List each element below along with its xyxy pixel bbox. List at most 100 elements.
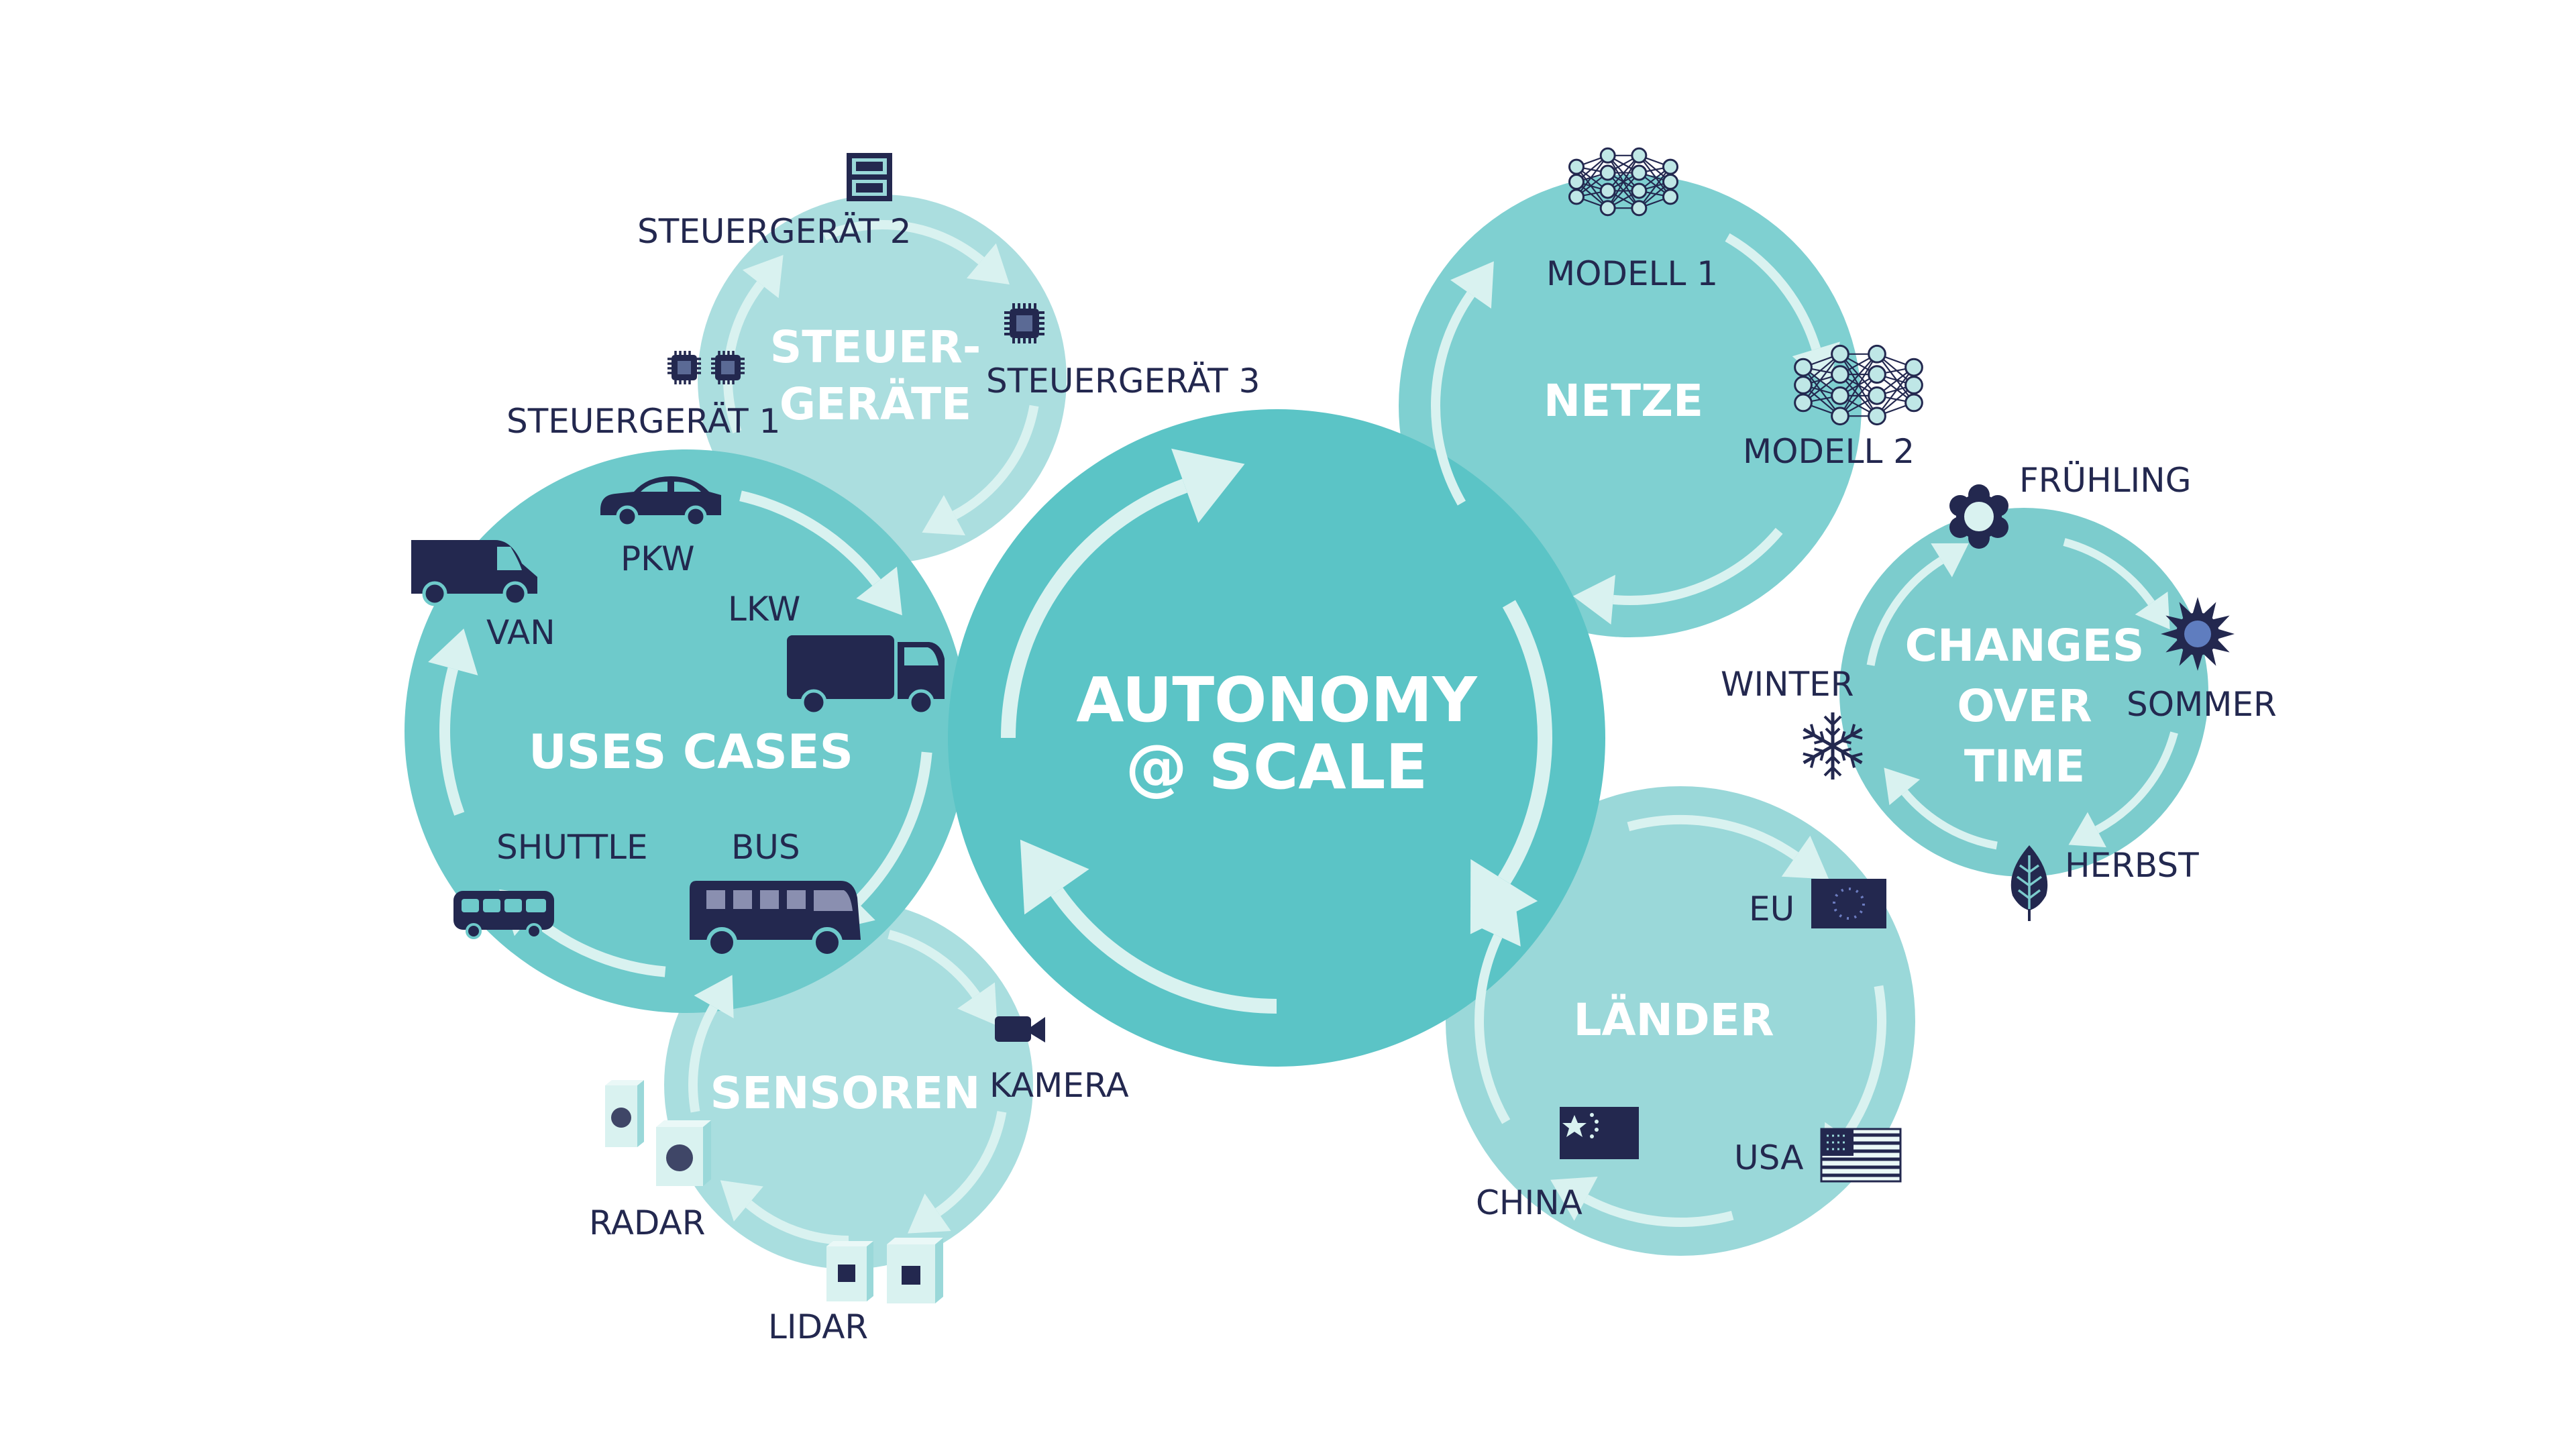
cycle-arrow bbox=[439, 667, 465, 816]
china-flag-icon bbox=[1560, 1107, 1639, 1159]
changes-title-1: CHANGES bbox=[1905, 620, 2145, 672]
label-lidar: LIDAR bbox=[768, 1307, 868, 1346]
label-usa: USA bbox=[1734, 1138, 1803, 1177]
shuttle-icon bbox=[453, 891, 554, 939]
label-winter: WINTER bbox=[1721, 665, 1854, 704]
radar-icon bbox=[605, 1080, 644, 1147]
chip-icon bbox=[1004, 303, 1044, 343]
label-shuttle: SHUTTLE bbox=[496, 828, 648, 867]
radar-icon bbox=[656, 1120, 711, 1186]
sensoren-title: SENSOREN bbox=[710, 1067, 981, 1119]
cycle-arrow bbox=[888, 930, 980, 998]
uses-cases-circle bbox=[405, 449, 968, 1013]
bus-icon bbox=[690, 881, 861, 958]
ecu-box-icon bbox=[847, 153, 892, 201]
lidar-icon bbox=[826, 1241, 873, 1301]
cycle-arrowhead bbox=[957, 982, 998, 1026]
label-lkw: LKW bbox=[728, 590, 800, 629]
label-china: CHINA bbox=[1476, 1183, 1582, 1222]
cycle-arrows bbox=[428, 220, 2178, 1245]
cycle-arrowhead bbox=[720, 1180, 763, 1222]
cycle-arrowhead bbox=[694, 975, 734, 1019]
cycle-arrow bbox=[1866, 557, 1944, 666]
cycle-arrowhead bbox=[1792, 341, 1840, 388]
truck-icon bbox=[787, 635, 945, 716]
cycle-arrowhead bbox=[1572, 574, 1615, 625]
cycle-arrowhead bbox=[922, 494, 965, 536]
snowflake-icon bbox=[1803, 712, 1863, 780]
cycle-arrow bbox=[1627, 815, 1799, 860]
cycle-arrowhead bbox=[966, 243, 1010, 285]
label-eu: EU bbox=[1749, 890, 1794, 928]
center-title-line2: @ SCALE bbox=[1126, 731, 1428, 803]
label-modell-1: MODELL 1 bbox=[1546, 254, 1718, 293]
label-van: VAN bbox=[486, 613, 555, 652]
laender-title: LÄNDER bbox=[1573, 994, 1774, 1046]
leaf-icon bbox=[2010, 845, 2048, 921]
cycle-arrow bbox=[1051, 888, 1277, 1014]
cycle-arrow bbox=[739, 490, 881, 586]
cycle-arrow bbox=[1613, 527, 1783, 605]
label-fruehling: FRÜHLING bbox=[2019, 461, 2191, 500]
cycle-arrowhead bbox=[856, 566, 902, 616]
cycle-arrow bbox=[822, 220, 985, 265]
cycle-arrow bbox=[1001, 478, 1187, 739]
cycle-arrowhead bbox=[742, 255, 784, 299]
eu-flag-icon bbox=[1811, 879, 1886, 928]
lidar-icon bbox=[887, 1238, 943, 1303]
cycle-arrow bbox=[935, 1111, 1007, 1216]
neural-network-icon bbox=[1794, 344, 1923, 426]
sun-icon bbox=[2161, 597, 2235, 671]
cycle-arrowhead bbox=[1550, 1177, 1598, 1221]
chip-icon bbox=[711, 351, 745, 384]
chip-icon bbox=[667, 351, 701, 384]
cycle-arrow bbox=[1583, 1194, 1734, 1227]
cycle-arrow bbox=[853, 751, 932, 906]
uses-cases-title: USES CASES bbox=[529, 724, 853, 780]
cycle-arrow bbox=[1497, 600, 1552, 884]
cycle-arrowhead bbox=[1931, 543, 1969, 578]
cycle-arrow bbox=[2095, 731, 2178, 834]
cycle-arrow bbox=[1841, 985, 1886, 1140]
car-icon bbox=[600, 476, 721, 528]
neural-network-icon bbox=[1568, 147, 1678, 217]
changes-circle bbox=[1839, 508, 2208, 877]
cycle-arrow bbox=[1431, 291, 1475, 506]
cycle-arrowhead bbox=[1475, 899, 1521, 947]
cycle-arrowhead bbox=[2068, 812, 2106, 848]
cycle-arrow bbox=[1901, 790, 1998, 850]
cycle-arrow bbox=[1474, 934, 1511, 1124]
label-radar: RADAR bbox=[589, 1203, 706, 1242]
label-steuergeraet-2: STEUERGERÄT 2 bbox=[637, 212, 911, 251]
label-kamera: KAMERA bbox=[989, 1066, 1129, 1105]
cycle-arrowhead bbox=[2135, 591, 2170, 630]
center-circle bbox=[948, 409, 1605, 1067]
label-pkw: PKW bbox=[621, 539, 695, 578]
cycle-arrowhead bbox=[908, 1193, 951, 1234]
cycle-arrowhead bbox=[1884, 767, 1921, 806]
cycle-arrow bbox=[2063, 538, 2155, 606]
steuergeraete-title-1: STEUER- bbox=[770, 321, 981, 373]
label-bus: BUS bbox=[731, 828, 800, 867]
cycle-arrow bbox=[952, 405, 1039, 520]
cycle-arrow bbox=[1725, 233, 1821, 351]
label-herbst: HERBST bbox=[2065, 846, 2199, 885]
camera-icon bbox=[995, 1016, 1045, 1042]
center-title-line1: AUTONOMY bbox=[1076, 664, 1478, 736]
changes-title-2: OVER bbox=[1957, 680, 2092, 732]
label-sommer: SOMMER bbox=[2127, 685, 2277, 724]
cycle-arrowhead bbox=[1171, 448, 1245, 523]
cycle-arrowhead bbox=[1781, 835, 1829, 879]
label-steuergeraet-3: STEUERGERÄT 3 bbox=[986, 362, 1260, 400]
changes-title-3: TIME bbox=[1964, 741, 2085, 792]
steuergeraete-title-2: GERÄTE bbox=[780, 378, 971, 430]
netze-title: NETZE bbox=[1544, 375, 1703, 427]
cycle-arrowhead bbox=[1020, 839, 1089, 915]
van-icon bbox=[411, 540, 537, 606]
cycle-arrow bbox=[745, 1200, 849, 1245]
label-modell-2: MODELL 2 bbox=[1743, 432, 1915, 471]
flower-icon bbox=[1949, 484, 2008, 549]
cycle-arrowhead bbox=[1470, 859, 1538, 934]
cycle-arrowhead bbox=[428, 628, 478, 676]
